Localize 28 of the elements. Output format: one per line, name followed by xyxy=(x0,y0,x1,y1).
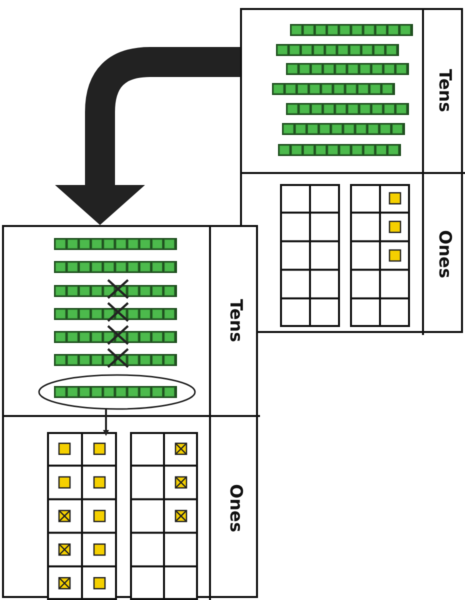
column-heading: Ones xyxy=(434,230,454,279)
column-heading: Tens xyxy=(434,69,454,113)
arrow xyxy=(103,408,109,436)
ten-frame xyxy=(130,432,198,600)
column-heading: Ones xyxy=(226,484,246,533)
ten-frame xyxy=(280,184,340,327)
curved-arrow xyxy=(55,47,240,225)
ten-rod xyxy=(54,354,177,366)
circled-rod xyxy=(38,374,196,410)
ten-frame xyxy=(47,432,117,600)
place-value-chart xyxy=(2,225,258,598)
ten-rod xyxy=(54,261,177,273)
ten-rod xyxy=(286,103,409,115)
ten-rod xyxy=(278,144,401,156)
ten-rod xyxy=(276,44,399,56)
ten-frame xyxy=(350,184,410,327)
place-value-row xyxy=(242,172,465,335)
ten-rod xyxy=(54,238,177,250)
column-heading: Tens xyxy=(226,299,246,343)
place-value-row xyxy=(4,415,260,600)
ten-rod xyxy=(286,63,409,75)
ten-rod xyxy=(282,123,405,135)
ten-rod xyxy=(290,24,413,36)
ten-rod xyxy=(272,83,395,95)
ten-rod xyxy=(54,331,177,343)
ten-rod xyxy=(54,308,177,320)
ten-rod xyxy=(54,285,177,297)
ten-rod xyxy=(54,386,177,398)
